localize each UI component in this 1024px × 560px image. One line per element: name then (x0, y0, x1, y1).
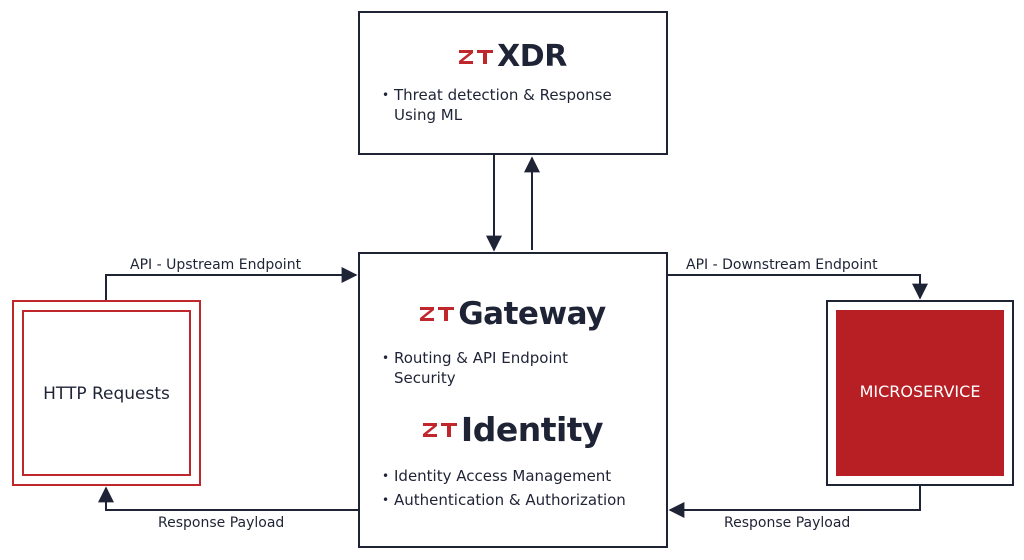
gateway-title: Gateway (458, 296, 606, 332)
gateway-brand: Gateway (360, 296, 666, 332)
zt-logo-icon (420, 307, 455, 321)
upstream-endpoint-label: API - Upstream Endpoint (130, 257, 302, 273)
xdr-brand: XDR (360, 39, 666, 74)
identity-brand: Identity (360, 410, 666, 449)
identity-bullet-text: Identity Access Management (394, 467, 612, 485)
downstream-endpoint-label: API - Downstream Endpoint (686, 257, 878, 273)
bullet-dot-icon: • (382, 469, 390, 483)
http-requests-label: HTTP Requests (43, 384, 170, 404)
xdr-bullet-text: Threat detection & Response Using ML (394, 86, 612, 124)
identity-title: Identity (460, 410, 604, 449)
xdr-bullet-1: • Threat detection & Response Using ML (382, 85, 654, 125)
response-right-arrow (668, 486, 921, 518)
http-requests-inner-frame: HTTP Requests (22, 310, 191, 476)
identity-bullet-text: Authentication & Authorization (394, 491, 626, 509)
microservice-fill: MICROSERVICE (836, 310, 1004, 476)
response-payload-right-label: Response Payload (724, 515, 851, 531)
xdr-box: XDR • Threat detection & Response Using … (358, 11, 668, 155)
microservice-label: MICROSERVICE (859, 382, 981, 401)
identity-bullet-2: • Authentication & Authorization (382, 490, 664, 510)
gateway-bullet-text: Routing & API Endpoint Security (394, 349, 569, 387)
bullet-dot-icon: • (382, 493, 390, 507)
bullet-dot-icon: • (382, 88, 390, 102)
bullet-dot-icon: • (382, 351, 390, 365)
http-requests-box: HTTP Requests (12, 300, 201, 486)
zt-logo-icon (459, 49, 494, 64)
response-left-arrow (98, 486, 358, 511)
gateway-bullet-1: • Routing & API Endpoint Security (382, 348, 624, 388)
identity-bullet-1: • Identity Access Management (382, 466, 664, 486)
response-payload-left-label: Response Payload (158, 515, 285, 531)
upstream-arrow (105, 267, 358, 300)
gateway-box: Gateway • Routing & API Endpoint Securit… (358, 252, 668, 548)
microservice-box: MICROSERVICE (826, 300, 1014, 486)
zt-logo-icon (422, 422, 457, 437)
downstream-arrow (668, 274, 928, 300)
xdr-title: XDR (497, 39, 567, 74)
